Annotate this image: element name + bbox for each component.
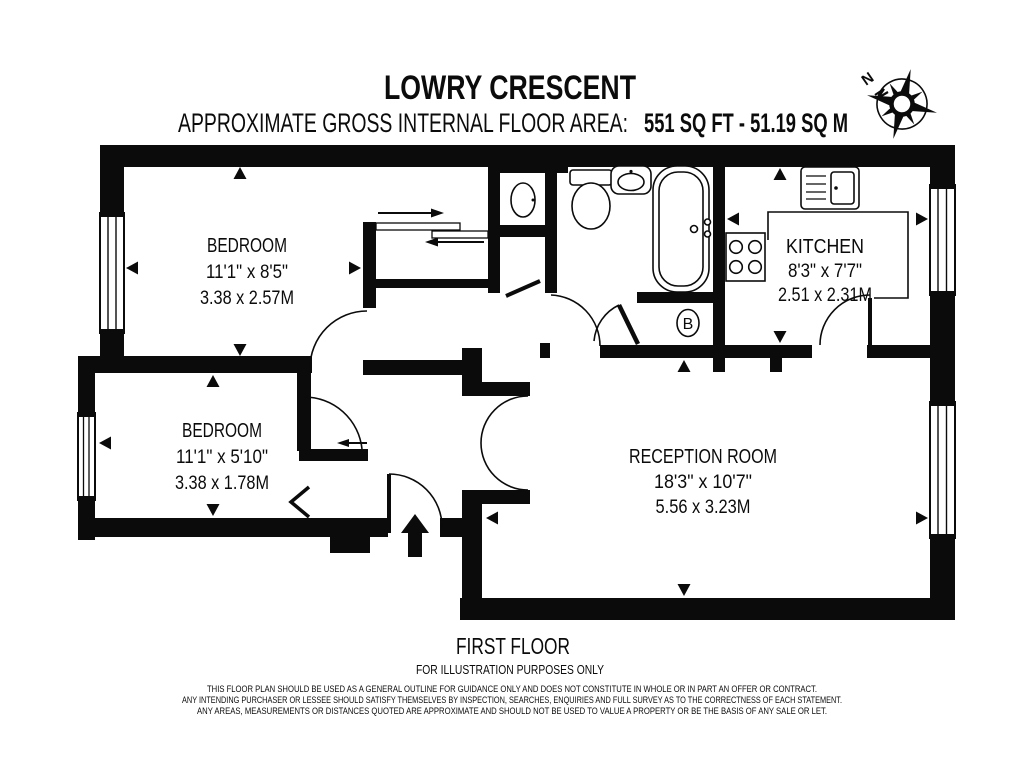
svg-text:KITCHEN: KITCHEN	[786, 236, 864, 258]
page-title: LOWRY CRESCENT	[384, 69, 636, 107]
walls	[78, 145, 955, 620]
bathroom-door-leaf	[616, 304, 641, 345]
floor-area-value: 551 SQ FT - 51.19 SQ M	[644, 108, 848, 138]
wc-basin-icon	[510, 182, 536, 218]
dimension-arrows	[99, 167, 928, 596]
reception-label: RECEPTION ROOM 18'3" x 10'7" 5.56 x 3.23…	[629, 446, 777, 518]
bedroom2-window	[77, 412, 96, 501]
svg-text:BEDROOM: BEDROOM	[207, 235, 287, 257]
wardrobe-sliding-doors	[375, 208, 489, 247]
door-chevron	[288, 485, 311, 519]
kitchen-sink-icon	[800, 166, 860, 210]
bedroom1-door-arc	[309, 310, 368, 369]
hall-door-arc	[550, 294, 601, 347]
svg-text:RECEPTION ROOM: RECEPTION ROOM	[629, 446, 777, 468]
disclaimer-line-2: ANY INTENDING PURCHASER OR LESSEE SHOULD…	[182, 695, 842, 705]
compass-north-label: N	[859, 69, 878, 89]
floor-area-label: APPROXIMATE GROSS INTERNAL FLOOR AREA:	[178, 108, 628, 138]
bathtub-icon	[652, 165, 712, 293]
footer: FIRST FLOOR FOR ILLUSTRATION PURPOSES ON…	[182, 633, 842, 716]
doors	[303, 279, 872, 533]
bedroom1-window	[99, 212, 125, 334]
bathroom-sink-icon	[610, 165, 652, 195]
kitchen-counter	[767, 211, 909, 299]
svg-text:2.51 x 2.31M: 2.51 x 2.31M	[778, 285, 872, 306]
disclaimer-line-3: ANY AREAS, MEASUREMENTS OR DISTANCES QUO…	[197, 706, 827, 716]
boiler-badge: B	[676, 308, 700, 338]
svg-text:18'3" x 10'7": 18'3" x 10'7"	[654, 472, 752, 493]
illustration-note: FOR ILLUSTRATION PURPOSES ONLY	[416, 662, 604, 677]
kitchen-window	[929, 184, 956, 296]
bedroom1-label: BEDROOM 11'1" x 8'5" 3.38 x 2.57M	[200, 235, 294, 309]
kitchen-door-arc	[819, 294, 871, 346]
svg-text:3.38 x 1.78M: 3.38 x 1.78M	[175, 473, 269, 494]
wc-door-leaf	[505, 279, 541, 298]
entrance-door-arc	[388, 473, 443, 528]
windows	[77, 184, 956, 539]
disclaimer-line-1: THIS FLOOR PLAN SHOULD BE USED AS A GENE…	[207, 684, 817, 694]
bedroom2-label: BEDROOM 11'1" x 5'10" 3.38 x 1.78M	[175, 420, 269, 494]
reception-double-door-arc-top	[480, 395, 529, 444]
bedroom2-slide-arrow	[337, 439, 367, 447]
hob-icon	[725, 232, 766, 282]
floor-label: FIRST FLOOR	[456, 633, 570, 659]
fixtures: B	[288, 165, 909, 557]
compass-rose-icon: N	[859, 69, 937, 139]
bedroom2-door-arc	[303, 396, 363, 450]
reception-window	[929, 401, 956, 539]
svg-text:11'1" x 8'5": 11'1" x 8'5"	[206, 262, 288, 283]
room-labels: BEDROOM 11'1" x 8'5" 3.38 x 2.57M BEDROO…	[175, 235, 872, 518]
entry-arrow-icon	[401, 514, 429, 557]
svg-text:3.38 x 2.57M: 3.38 x 2.57M	[200, 288, 294, 309]
svg-text:11'1" x 5'10": 11'1" x 5'10"	[176, 447, 268, 468]
boiler-label: B	[683, 316, 694, 333]
svg-text:BEDROOM: BEDROOM	[182, 420, 262, 442]
reception-double-door-arc-bottom	[480, 442, 529, 491]
kitchen-label: KITCHEN 8'3" x 7'7" 2.51 x 2.31M	[778, 236, 872, 306]
toilet-icon	[569, 169, 613, 230]
bathroom-door-arc	[593, 304, 620, 342]
svg-text:5.56 x 3.23M: 5.56 x 3.23M	[656, 497, 751, 518]
svg-text:8'3" x 7'7": 8'3" x 7'7"	[788, 261, 862, 282]
